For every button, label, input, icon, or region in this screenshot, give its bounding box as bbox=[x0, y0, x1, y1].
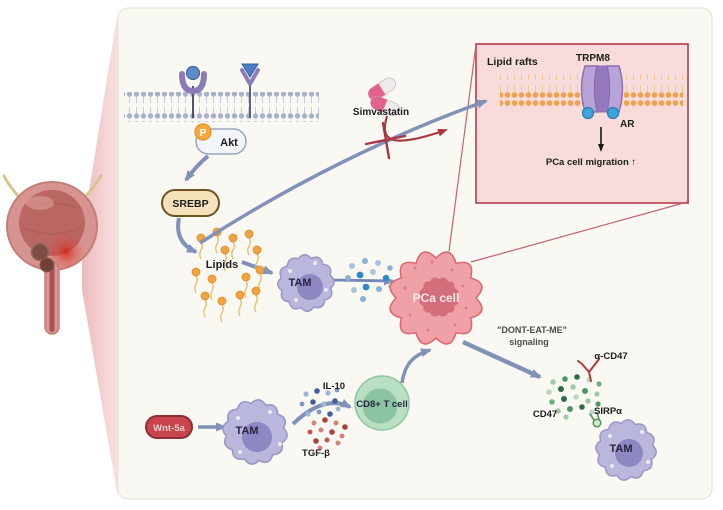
dont-eat-me-line1: "DONT-EAT-ME" bbox=[497, 325, 567, 335]
cd8-t-cell-label: CD8+ T cell bbox=[356, 399, 407, 410]
cytokine-dots-mid bbox=[345, 258, 394, 302]
lipids-cluster: Lipids bbox=[191, 227, 265, 323]
sirpa-label: SIRPα bbox=[594, 406, 622, 417]
wnt5a-label: Wnt-5a bbox=[153, 423, 185, 434]
dont-eat-me-line2: signaling bbox=[509, 337, 549, 347]
tam-right-cell: TAM bbox=[587, 411, 665, 489]
srebp-label: SREBP bbox=[172, 198, 208, 210]
tam-bottom-cell: TAM bbox=[218, 395, 292, 469]
il10-cluster: IL-10 bbox=[299, 381, 345, 417]
cd8-t-cell: CD8+ T cell bbox=[354, 375, 410, 431]
sirpa-receptor-icon: SIRPα bbox=[589, 406, 622, 428]
phospho-label: P bbox=[200, 128, 207, 139]
wnt5a-node: Wnt-5a bbox=[145, 415, 193, 439]
pca-cell: PCa cell bbox=[389, 251, 483, 345]
ar-subunit-icon bbox=[581, 106, 595, 120]
receptor-cup-icon bbox=[179, 65, 207, 118]
lipid-rafts-inset: Lipid rafts TRPM8 AR PCa cell migration … bbox=[475, 43, 689, 204]
migration-label: PCa cell migration ↑ bbox=[546, 157, 636, 168]
pca-cell-label: PCa cell bbox=[413, 291, 460, 305]
tam-mid-label: TAM bbox=[288, 277, 311, 289]
alpha-cd47-label: α-CD47 bbox=[594, 351, 627, 362]
lipids-label: Lipids bbox=[206, 259, 238, 271]
tgfb-cluster: TGF-β bbox=[302, 417, 348, 459]
ureter-left-icon bbox=[2, 174, 20, 198]
akt-node: Akt P bbox=[194, 123, 247, 155]
ar-label: AR bbox=[620, 119, 635, 130]
srebp-node: SREBP bbox=[161, 189, 220, 217]
plasma-membrane bbox=[124, 63, 319, 122]
anti-cd47-antibody-icon: α-CD47 bbox=[577, 351, 628, 382]
trpm8-channel-icon bbox=[580, 65, 624, 113]
cd47-label: CD47 bbox=[533, 409, 557, 420]
callout-line-left bbox=[448, 44, 477, 252]
tam-bottom-label: TAM bbox=[235, 425, 258, 437]
arrow-srebp-to-lipids bbox=[176, 217, 198, 254]
lipid-rafts-label: Lipid rafts bbox=[487, 56, 538, 68]
trpm8-label: TRPM8 bbox=[576, 53, 610, 64]
simvastatin-label: Simvastatin bbox=[353, 107, 409, 118]
ar-subunit-icon bbox=[606, 106, 620, 120]
arrow-tam-to-pca bbox=[331, 276, 395, 286]
tumor-glow-icon bbox=[48, 234, 84, 270]
phospho-icon bbox=[194, 123, 212, 141]
arrow-pca-to-cd47 bbox=[462, 339, 542, 380]
tam-right-label: TAM bbox=[609, 443, 632, 455]
tgfb-label: TGF-β bbox=[302, 448, 330, 459]
receptor-y-icon bbox=[240, 63, 260, 118]
akt-label: Akt bbox=[220, 137, 238, 149]
arrow-lipids-to-inset bbox=[199, 99, 488, 245]
bladder-prostate-icon bbox=[2, 174, 103, 335]
inhibition-cross-icon bbox=[364, 121, 407, 160]
callout-line-right bbox=[470, 201, 688, 263]
arrow-cd8-to-pca bbox=[400, 348, 432, 384]
il10-label: IL-10 bbox=[323, 381, 345, 392]
tam-mid-cell: TAM bbox=[272, 249, 340, 317]
simvastatin-node: Simvastatin bbox=[353, 74, 448, 160]
dont-eat-me-label: "DONT-EAT-ME" signaling bbox=[497, 325, 567, 347]
arrow-akt-to-srebp bbox=[184, 154, 210, 182]
ureter-right-icon bbox=[84, 174, 103, 198]
zoom-beam bbox=[82, 10, 118, 498]
inset-frame bbox=[475, 43, 689, 204]
